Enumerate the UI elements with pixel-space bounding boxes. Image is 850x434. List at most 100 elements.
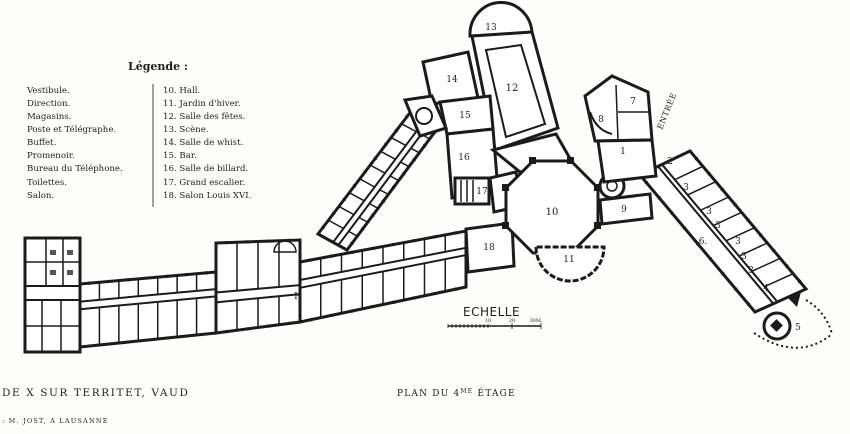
room-partition <box>700 196 729 211</box>
legend-item: 11. Jardin d'hiver. <box>163 99 241 109</box>
window-pier <box>394 129 398 133</box>
window-pier <box>185 273 189 277</box>
window-pier <box>381 199 385 203</box>
room-partition <box>380 150 396 160</box>
window-pier <box>204 332 208 336</box>
room-partition <box>401 123 417 133</box>
room-label-direction: 2 <box>667 157 673 167</box>
room-partition <box>764 272 794 288</box>
window-pier <box>392 186 395 189</box>
tower-block <box>753 292 833 349</box>
window-pier <box>772 249 776 253</box>
room-label-magasins: 3 <box>706 207 712 217</box>
scale-tick-label: 10 <box>485 318 491 324</box>
window-pier <box>246 240 249 244</box>
window-pier <box>670 211 674 215</box>
entrance-outline <box>583 74 654 143</box>
hall-pillar <box>594 184 601 191</box>
window-pier <box>127 278 131 282</box>
room-partition <box>328 219 344 230</box>
window-pier <box>107 342 111 346</box>
window-pier <box>694 157 698 161</box>
legend-item: 12. Salle des fêtes. <box>163 111 245 122</box>
washbasin-icon <box>67 270 73 275</box>
window-pier <box>423 144 426 148</box>
window-pier <box>721 272 725 276</box>
legend-item: Bureau du Téléphone. <box>27 163 123 174</box>
legend-item: 14. Salle de whist. <box>163 138 243 148</box>
window-pier <box>329 313 333 317</box>
scale-bar: ECHELLE 10 20 30M. <box>447 305 543 329</box>
wing-outline <box>78 270 218 349</box>
vestibule-room <box>596 138 658 184</box>
jardin-d-hiver-room <box>534 245 606 283</box>
salon-room <box>598 192 654 226</box>
legend-item: Toilettes. <box>27 178 67 188</box>
diagonal-wing-head <box>402 94 449 138</box>
scene-room <box>468 0 534 38</box>
window-pier <box>405 115 409 119</box>
window-pier <box>308 258 312 262</box>
window-pier <box>412 158 416 162</box>
window-pier <box>391 300 395 304</box>
window-pier <box>487 224 491 228</box>
curved-wall <box>589 111 613 135</box>
window-pier <box>798 279 802 283</box>
hall-pillar <box>502 184 509 191</box>
hall-pillar <box>594 222 601 229</box>
window-pier <box>225 330 228 334</box>
legend-item: Buffet. <box>27 138 56 148</box>
room-label-hall: 10 <box>546 207 559 218</box>
corridor-wall <box>79 288 217 303</box>
window-pier <box>288 238 291 242</box>
window-pier <box>88 281 92 285</box>
room-label-misc: H <box>294 292 302 302</box>
room-partition <box>389 175 400 182</box>
room-label-billard: 16 <box>458 153 470 163</box>
hall-block <box>502 157 654 283</box>
plan-title-suffix: ÉTAGE <box>473 387 515 399</box>
window-pier <box>288 321 291 325</box>
window-pier <box>363 170 367 174</box>
window-pier <box>165 336 169 340</box>
room-label-salon: 9 <box>621 205 627 215</box>
legend-item: Vestibule. <box>26 86 70 96</box>
scale-tick-label: 30M. <box>529 318 542 324</box>
window-pier <box>696 242 699 245</box>
scale-tick-label: 20 <box>509 318 515 324</box>
room-label-magasins: 3 <box>683 183 689 193</box>
legend-item: Salon. <box>27 191 54 201</box>
room-label-telephone: 7 <box>630 97 636 107</box>
window-pier <box>146 338 150 342</box>
corridor-wall <box>657 165 775 305</box>
corridor-wall <box>661 163 779 303</box>
window-pier <box>454 287 458 291</box>
window-pier <box>759 233 763 237</box>
window-pier <box>433 292 437 296</box>
washbasin-icon <box>50 250 56 255</box>
plan-title-superscript: ME <box>460 388 473 395</box>
room-label-poste: 4 <box>763 284 769 294</box>
window-pier <box>225 241 228 245</box>
salle-des-fetes-inner <box>484 43 547 139</box>
washbasin-icon <box>50 270 56 275</box>
window-pier <box>371 246 375 250</box>
wing-outline <box>464 221 516 274</box>
window-pier <box>720 187 724 191</box>
room-label-magasins: 3 <box>715 221 721 231</box>
legend-title: Légende : <box>128 60 188 73</box>
room-label-jardin: 11 <box>563 255 574 265</box>
window-pier <box>246 327 249 331</box>
legend-item: 18. Salon Louis XVI. <box>163 191 251 201</box>
window-pier <box>204 271 208 275</box>
room-label-scene: 13 <box>485 23 497 33</box>
window-pier <box>489 267 493 271</box>
legend-item: Poste et Télégraphe. <box>27 124 116 135</box>
room-partition <box>348 230 358 237</box>
room-partition <box>674 165 704 181</box>
window-pier <box>785 264 789 268</box>
west-end-block <box>23 236 82 354</box>
window-pier <box>373 156 377 160</box>
room-labels: 13 14 12 15 16 17 10 11 18 9 1 2 7 8 3 3… <box>294 23 801 333</box>
room-label-vestibule: 1 <box>620 147 626 157</box>
